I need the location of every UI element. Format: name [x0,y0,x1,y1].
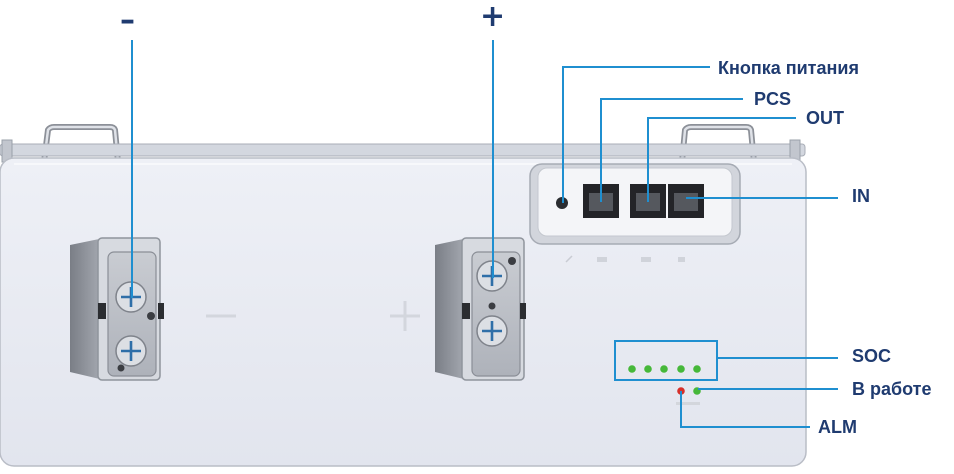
leader-alm [680,391,810,428]
leader-soc-box [614,340,718,381]
in-port [668,184,704,218]
power-button-label: Кнопка питания [718,58,859,78]
negative-terminal-label: – [120,3,135,38]
pcs-label: PCS [754,89,792,109]
out-label: OUT [806,108,844,128]
alm-label: ALM [818,417,857,437]
leader-out [647,117,796,202]
handle-left [41,124,121,163]
leader-lines [131,40,838,428]
handle-right [679,124,757,163]
soc-label: SOC [852,346,892,366]
positive-terminal [435,237,526,381]
negative-terminal [70,237,164,381]
run-label: В работе [852,379,932,399]
positive-terminal-label: + [480,0,506,34]
leader-pcs [600,98,743,202]
top-rail [0,143,806,157]
in-label: IN [852,186,870,206]
soc-leds [628,365,701,373]
port-panel [529,163,741,263]
leader-power-button [562,66,710,203]
